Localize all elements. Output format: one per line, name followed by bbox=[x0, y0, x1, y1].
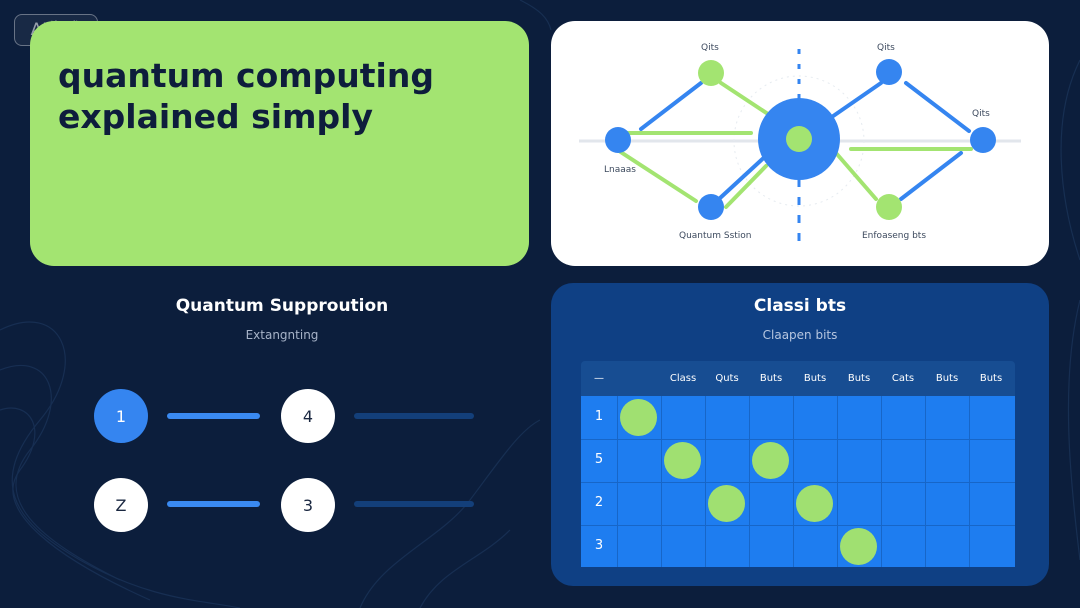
qubit-bottom-left bbox=[698, 194, 724, 220]
label-entangled-bits: Enfoaseng bts bbox=[862, 231, 927, 241]
column-header: Buts bbox=[979, 373, 1003, 384]
connector-bar bbox=[354, 413, 474, 419]
state-node-4: 4 bbox=[281, 389, 335, 443]
label-lnaaas: Lnaaas bbox=[604, 165, 636, 175]
link-right-lower bbox=[899, 151, 963, 201]
grid-line bbox=[581, 482, 1015, 483]
filled-bit-dot bbox=[664, 442, 701, 479]
grid-line bbox=[581, 439, 1015, 440]
link-lower-green bbox=[724, 164, 768, 209]
orbit-ring bbox=[733, 75, 865, 207]
link-center-left-lower bbox=[717, 151, 771, 201]
column-header: — bbox=[594, 373, 604, 384]
link-right-center bbox=[904, 81, 971, 133]
link-top-green bbox=[719, 81, 773, 118]
grid-line bbox=[581, 525, 1015, 526]
column-header: Quts bbox=[715, 373, 739, 384]
filled-bit-dot bbox=[620, 399, 657, 436]
column-header: Buts bbox=[803, 373, 827, 384]
classic-bits-subtitle: Claapen bits bbox=[762, 328, 838, 342]
label-qits-right: Qits bbox=[877, 43, 895, 53]
link-left-upper bbox=[639, 81, 703, 131]
row-label: 3 bbox=[594, 538, 604, 553]
state-node-z: Z bbox=[94, 478, 148, 532]
grid-line bbox=[969, 396, 970, 567]
grid-line bbox=[881, 396, 882, 567]
grid-line bbox=[793, 396, 794, 567]
link-center-right-upper bbox=[824, 81, 883, 123]
column-header: Class bbox=[669, 373, 697, 384]
label-qits-far-right: Qits bbox=[972, 109, 990, 119]
classic-bits-title: Classi bts bbox=[753, 296, 847, 316]
column-header: Buts bbox=[935, 373, 959, 384]
filled-bit-dot bbox=[840, 528, 877, 565]
superposition-title: Quantum Supproution bbox=[175, 296, 389, 316]
label-qits-left: Qits bbox=[701, 43, 719, 53]
qubit-right bbox=[970, 127, 996, 153]
column-header: Buts bbox=[759, 373, 783, 384]
bits-table-header: — Class Quts Buts Buts Buts Cats Buts Bu… bbox=[581, 361, 1015, 396]
row-label: 2 bbox=[594, 495, 604, 510]
link-left-green-lower bbox=[614, 147, 698, 203]
column-header: Cats bbox=[891, 373, 915, 384]
state-node-1: 1 bbox=[94, 389, 148, 443]
qubit-left bbox=[605, 127, 631, 153]
grid-line bbox=[705, 396, 706, 567]
state-node-3: 3 bbox=[281, 478, 335, 532]
superposition-subtitle: Extangnting bbox=[245, 328, 319, 342]
qubit-center-core bbox=[786, 126, 812, 152]
grid-line bbox=[617, 396, 618, 567]
grid-line bbox=[925, 396, 926, 567]
connector-bar bbox=[167, 413, 260, 419]
qubit-bottom-right bbox=[876, 194, 902, 220]
label-quantum-station: Quantum Sstion bbox=[679, 231, 752, 241]
grid-line bbox=[749, 396, 750, 567]
bits-grid: 1 5 2 3 bbox=[581, 396, 1015, 567]
filled-bit-dot bbox=[708, 485, 745, 522]
title-card: quantum computing explained simply bbox=[30, 21, 529, 266]
qubit-network-diagram bbox=[579, 49, 1021, 243]
link-right-green bbox=[834, 151, 878, 201]
connector-bar bbox=[354, 501, 474, 507]
filled-bit-dot bbox=[796, 485, 833, 522]
page-title: quantum computing explained simply bbox=[58, 56, 434, 136]
qubit-diagram-card: Qits Qits Qits Lnaaas Quantum Sstion Enf… bbox=[551, 21, 1049, 266]
row-label: 1 bbox=[594, 409, 604, 424]
qubit-top-left bbox=[698, 60, 724, 86]
qubit-top-right bbox=[876, 59, 902, 85]
grid-line bbox=[837, 396, 838, 567]
row-label: 5 bbox=[594, 452, 604, 467]
filled-bit-dot bbox=[752, 442, 789, 479]
connector-bar bbox=[167, 501, 260, 507]
grid-line bbox=[661, 396, 662, 567]
column-header: Buts bbox=[847, 373, 871, 384]
